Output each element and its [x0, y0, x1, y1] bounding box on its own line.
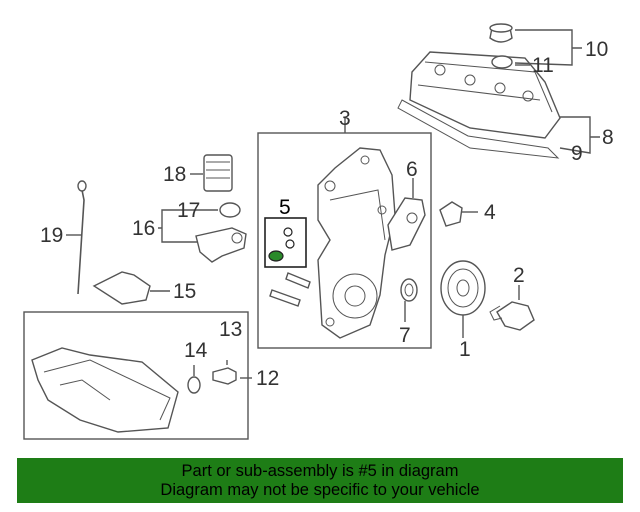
- baffle-plate-part: [92, 271, 151, 305]
- highlighted-seal-part: [268, 250, 284, 262]
- oil-filter-part: [203, 154, 233, 192]
- callout-10: 10: [585, 38, 608, 61]
- parts-diagram: 1 2 3 4 5 6 7 8 9 10 11 12 13 14 15 16 1…: [23, 23, 614, 440]
- info-banner: Part or sub-assembly is #5 in diagram Di…: [17, 458, 623, 503]
- callout-6: 6: [406, 158, 418, 181]
- timing-chain-cover-part: [317, 147, 396, 339]
- callout-17: 17: [177, 199, 200, 222]
- valve-cover-part: [409, 51, 561, 139]
- valve-cover-gasket-part: [397, 99, 560, 159]
- callout-12: 12: [256, 367, 279, 390]
- oil-filler-cap-part: [489, 23, 513, 43]
- oil-seal-part: [400, 278, 418, 302]
- sensor-part: [439, 201, 463, 227]
- callout-3: 3: [339, 107, 351, 130]
- cover-bracket-part: [387, 197, 426, 251]
- crankshaft-pulley-part: [440, 260, 486, 316]
- dipstick-part: [77, 180, 87, 295]
- callout-labels: 1 2 3 4 5 6 7 8 9 10 11 12 13 14 15 16 1…: [40, 38, 614, 390]
- drain-washer-part: [187, 376, 201, 394]
- pressure-switch-part: [489, 301, 535, 331]
- callout-13: 13: [219, 318, 242, 341]
- callout-16: 16: [132, 217, 155, 240]
- cap-seal-part: [491, 55, 513, 69]
- callout-18: 18: [163, 163, 186, 186]
- callout-15: 15: [173, 280, 196, 303]
- callout-11: 11: [532, 54, 554, 77]
- bolts-part: [269, 272, 311, 307]
- callout-2: 2: [513, 264, 525, 287]
- callout-19: 19: [40, 224, 63, 247]
- callout-1: 1: [459, 338, 471, 361]
- oil-pan-part: [31, 347, 179, 433]
- part-5-o-rings: [268, 227, 295, 262]
- callout-8: 8: [602, 126, 614, 149]
- leader-lines: [66, 29, 600, 379]
- oil-pan-group-box: [23, 311, 249, 440]
- callout-14: 14: [184, 339, 208, 362]
- callout-7: 7: [399, 324, 411, 347]
- banner-line-2: Diagram may not be specific to your vehi…: [160, 481, 480, 499]
- drain-bolt-part: [212, 367, 237, 385]
- part-5-box: [264, 217, 307, 268]
- seal-part-17: [219, 202, 241, 218]
- banner-line-1: Part or sub-assembly is #5 in diagram: [181, 462, 459, 480]
- callout-4: 4: [484, 201, 496, 224]
- callout-5: 5: [279, 196, 291, 219]
- callout-9: 9: [571, 142, 583, 165]
- solenoid-part: [195, 227, 247, 263]
